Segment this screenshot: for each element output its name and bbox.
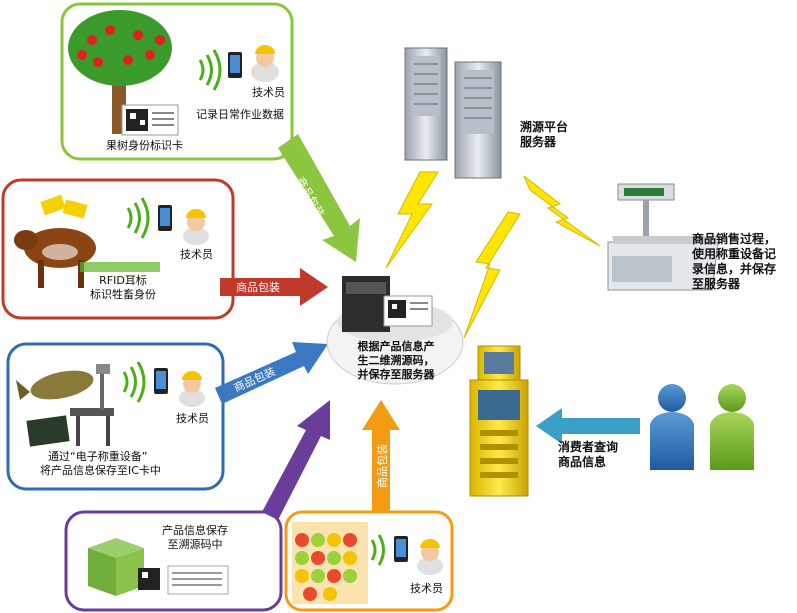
center-caption-line3: 并保存至服务器 bbox=[357, 367, 435, 381]
arrow-orchard-to-center bbox=[278, 134, 360, 262]
orchard-tech-label: 技术员 bbox=[252, 86, 285, 99]
product-box-icon bbox=[88, 538, 144, 596]
technician-icon bbox=[183, 209, 209, 245]
aquatic-caption-line1: 通过“电子称重设备” bbox=[48, 450, 148, 463]
server-caption-line1: 溯源平台 bbox=[520, 120, 569, 134]
weighing-scale-icon bbox=[70, 364, 114, 446]
livestock-caption-line1: RFID耳标 bbox=[99, 274, 147, 287]
phone-icon bbox=[394, 536, 408, 562]
arrow-label: 商品包装 bbox=[232, 364, 278, 395]
packaging-caption-line2: 至溯源码中 bbox=[167, 537, 223, 551]
panel-fruit bbox=[284, 510, 454, 612]
arrow-consumer-to-kiosk bbox=[536, 408, 640, 444]
arrow-label: 商品包装 bbox=[375, 444, 389, 488]
packaging-caption-line1: 产品信息保存 bbox=[162, 524, 228, 537]
retail-scale-caption-line3: 录信息，并保存 bbox=[692, 262, 777, 276]
phone-icon bbox=[228, 52, 242, 78]
server-caption-line2: 服务器 bbox=[520, 135, 557, 149]
arrow-aquatic-to-center bbox=[215, 342, 328, 404]
lightning-icon bbox=[463, 211, 521, 339]
livestock-caption-line2: 标识牲畜身份 bbox=[90, 287, 156, 301]
arrow-fruit-to-center bbox=[362, 400, 400, 512]
retail-scale-caption: 商品销售过程， 使用称重设备记 录信息，并保存 至服务器 bbox=[692, 232, 776, 292]
center-caption-line2: 生二维溯源码， bbox=[357, 353, 435, 367]
consumer-icon bbox=[710, 384, 754, 470]
technician-icon bbox=[417, 539, 443, 575]
retail-scale-caption-line2: 使用称重设备记 bbox=[692, 247, 777, 261]
consumer-caption-line1: 消费者查询 bbox=[558, 440, 619, 454]
server-icon bbox=[454, 61, 502, 179]
cow-icon bbox=[14, 228, 96, 288]
technician-icon bbox=[251, 45, 279, 82]
panel-livestock bbox=[1, 178, 235, 320]
aquatic-caption-line2: 将产品信息保存至IC卡中 bbox=[40, 463, 161, 477]
packaging-caption: 产品信息保存 至溯源码中 bbox=[150, 524, 240, 552]
arrow-label: 商品包装 bbox=[236, 280, 280, 294]
livestock-caption: RFID耳标 标识牲畜身份 bbox=[78, 274, 168, 302]
consumer-caption-line2: 商品信息 bbox=[558, 455, 607, 469]
livestock-tech-label: 技术员 bbox=[180, 248, 213, 261]
fruit-tech-label: 技术员 bbox=[410, 582, 443, 595]
consumer-icon bbox=[650, 384, 694, 470]
phone-icon bbox=[154, 368, 168, 394]
technician-icon bbox=[179, 371, 205, 407]
arrow-livestock-to-center bbox=[220, 268, 328, 306]
retail-scale-caption-line4: 至服务器 bbox=[692, 277, 741, 291]
lightning-icon bbox=[523, 175, 601, 247]
retail-scale-icon bbox=[607, 183, 719, 291]
qr-printer-icon bbox=[326, 276, 464, 385]
center-caption: 根据产品信息产 生二维溯源码， 并保存至服务器 bbox=[346, 340, 446, 381]
orchard-note: 记录日常作业数据 bbox=[196, 108, 284, 121]
arrow-packaging-to-center bbox=[262, 400, 330, 520]
aquatic-caption: 通过“电子称重设备” 将产品信息保存至IC卡中 bbox=[40, 450, 161, 478]
fruit-icon bbox=[292, 522, 368, 604]
query-kiosk-icon bbox=[469, 345, 529, 497]
center-caption-line1: 根据产品信息产 bbox=[357, 340, 435, 353]
rfid-tag-icon bbox=[40, 194, 88, 219]
retail-scale-caption-line1: 商品销售过程， bbox=[692, 232, 777, 246]
lightning-icon bbox=[385, 171, 439, 269]
server-icon bbox=[404, 47, 448, 161]
panel-packaging bbox=[64, 510, 283, 612]
qr-code-icon bbox=[126, 109, 148, 131]
panel-orchard bbox=[60, 2, 294, 161]
qr-code-icon bbox=[138, 568, 160, 590]
orchard-caption: 果树身份标识卡 bbox=[106, 139, 183, 152]
fish-icon bbox=[16, 370, 94, 400]
phone-icon bbox=[158, 205, 172, 231]
panel-aquatic bbox=[6, 342, 225, 491]
consumer-caption: 消费者查询 商品信息 bbox=[558, 440, 618, 470]
aquatic-tech-label: 技术员 bbox=[176, 412, 209, 425]
server-caption: 溯源平台 服务器 bbox=[520, 120, 568, 150]
